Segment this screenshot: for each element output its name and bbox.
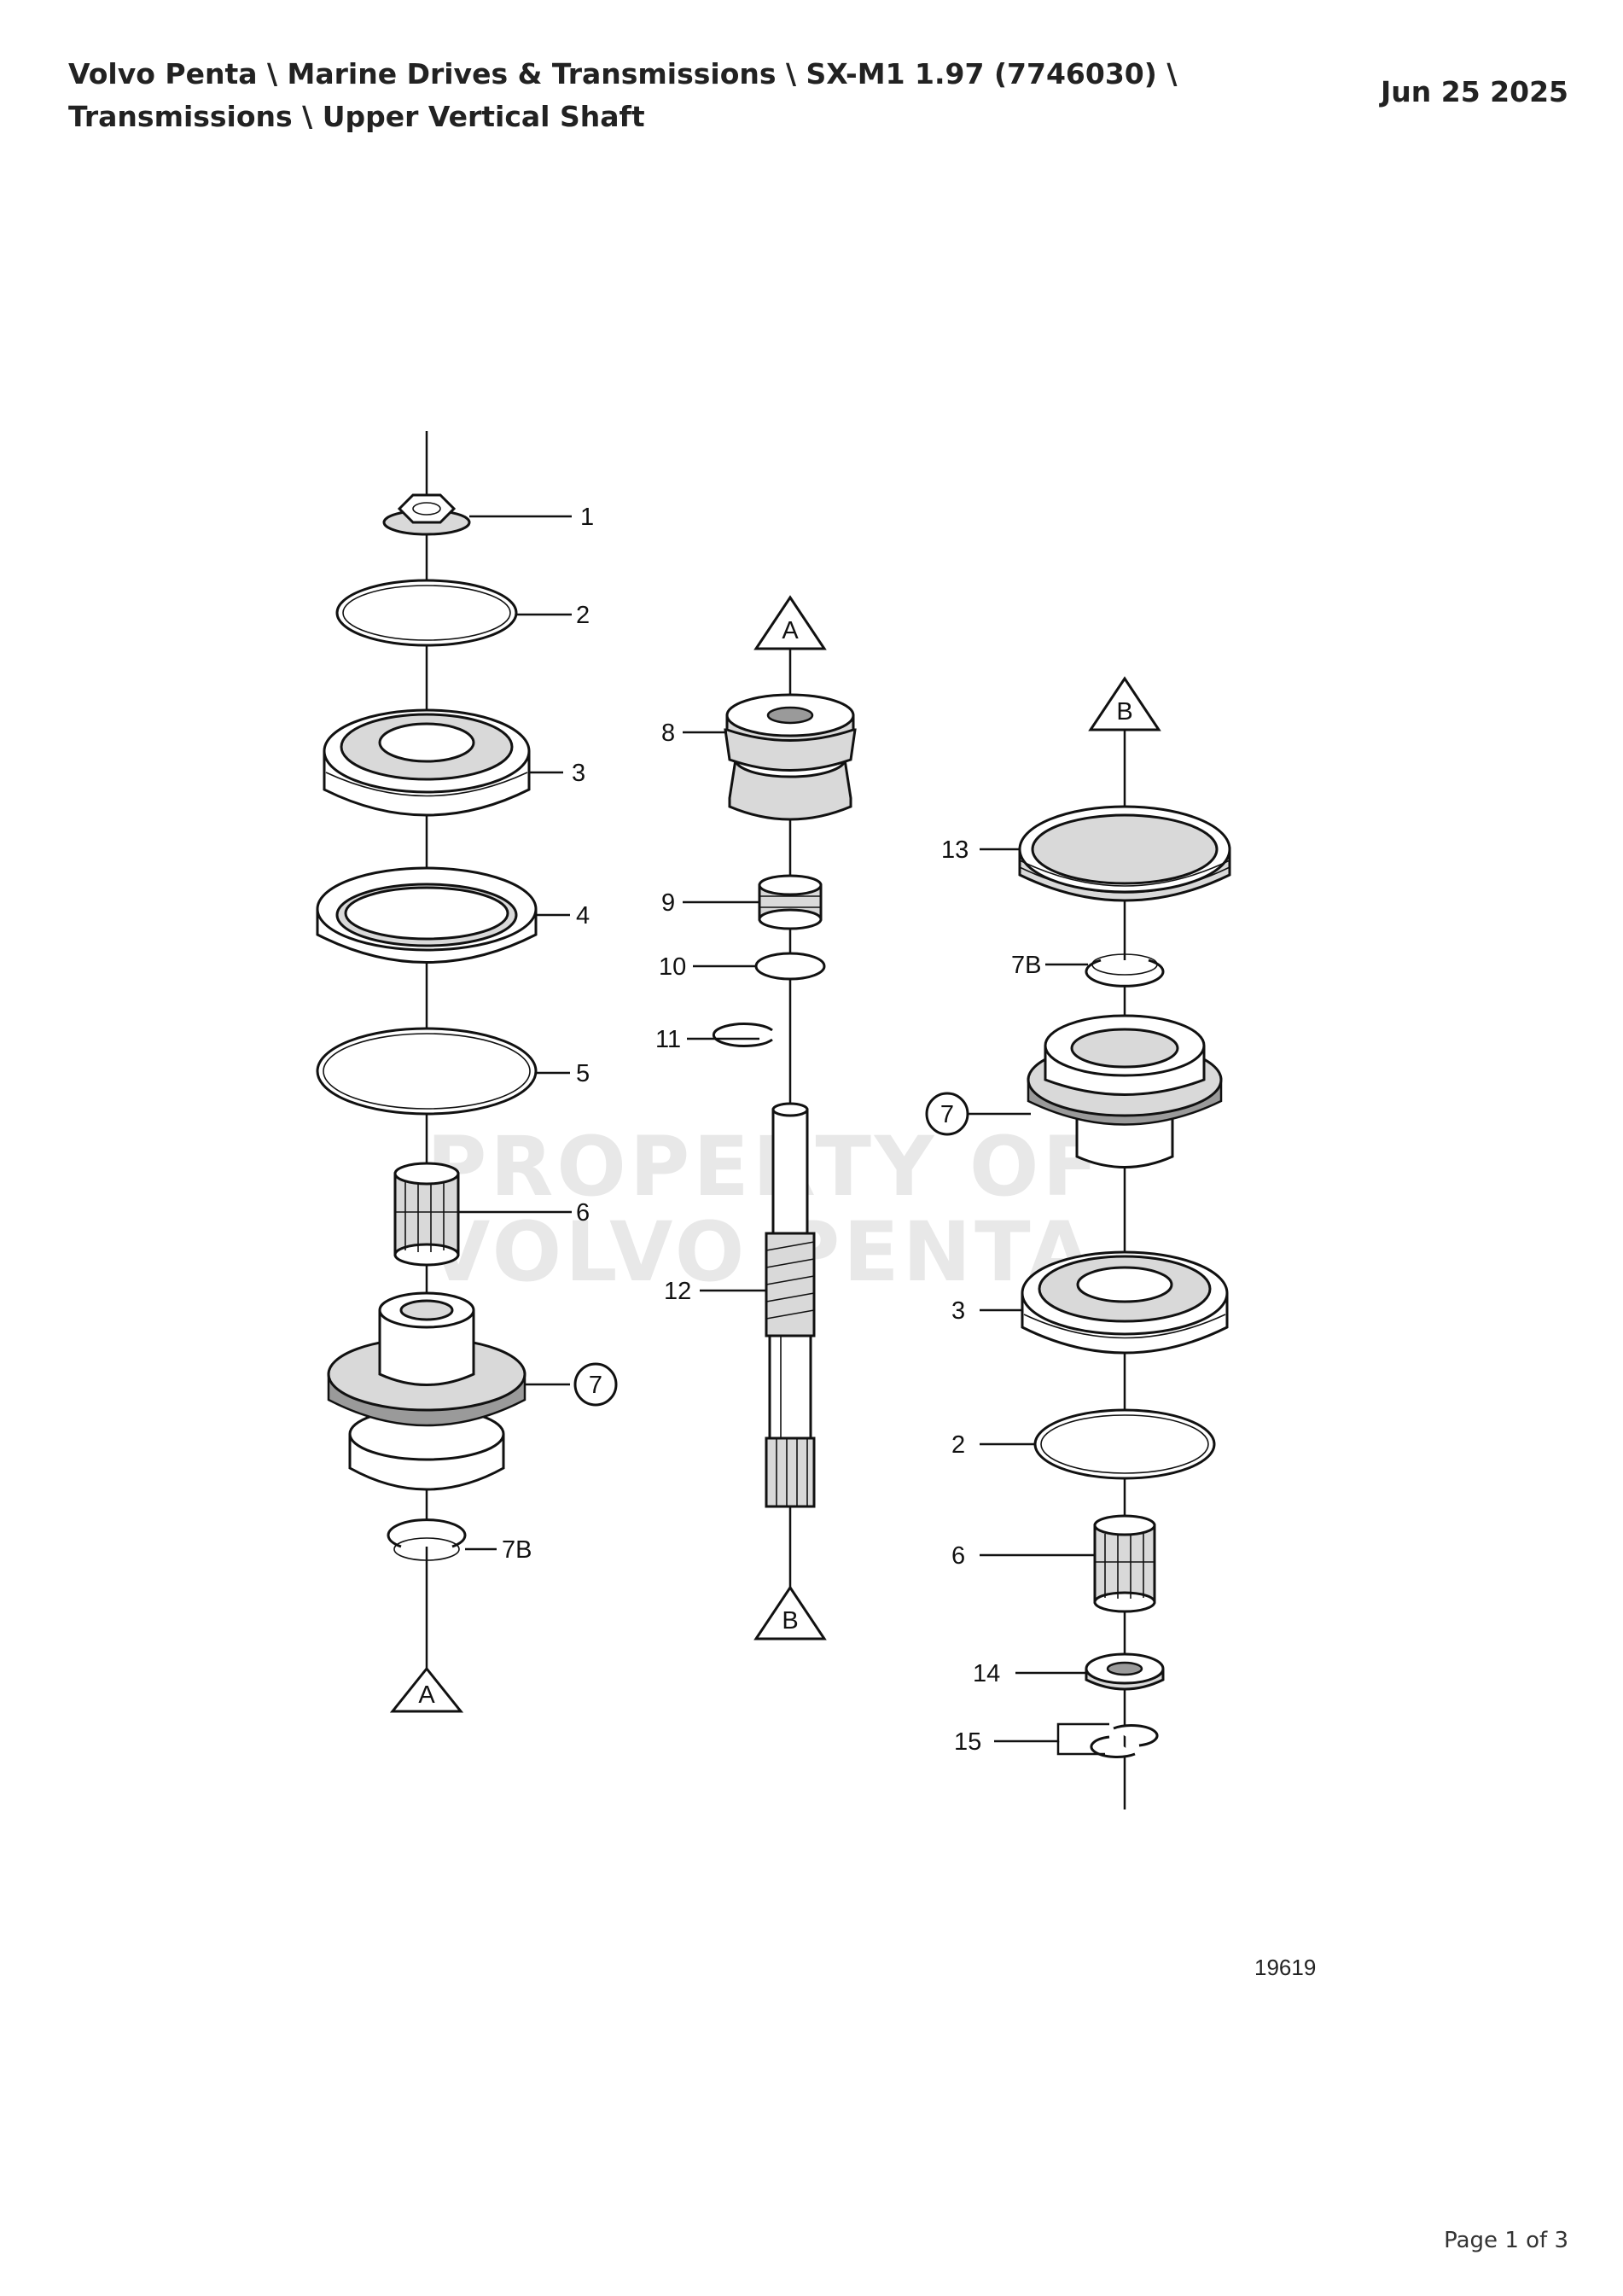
label-1: 1 [580, 504, 594, 531]
ref-b-top-label: B [1116, 698, 1132, 726]
page-header: Volvo Penta \ Marine Drives & Transmissi… [68, 53, 1348, 138]
part-12-vertical-shaft [765, 1102, 816, 1508]
label-10: 10 [659, 953, 686, 981]
part-2-o-ring [335, 579, 518, 647]
label-2-right: 2 [951, 1431, 965, 1459]
part-4-bearing-cup [316, 866, 538, 964]
label-7: 7 [589, 1372, 602, 1399]
label-7-right-circle [925, 1092, 969, 1136]
watermark-line-1: PROPERTY OF [427, 1119, 1102, 1215]
label-13: 13 [941, 836, 969, 864]
label-3: 3 [572, 760, 585, 787]
label-7-circle [573, 1362, 618, 1407]
part-13-threaded-ring [1018, 805, 1231, 902]
watermark-line-2: VOLVO PENTA [427, 1204, 1094, 1300]
label-11: 11 [655, 1026, 681, 1053]
part-9-spring [758, 874, 823, 930]
page-number: Page 1 of 3 [1444, 2228, 1568, 2253]
part-10-washer [754, 952, 826, 981]
label-6-right: 6 [951, 1542, 965, 1570]
breadcrumb-line-2: Transmissions \ Upper Vertical Shaft [68, 100, 645, 133]
breadcrumb-line-1: Volvo Penta \ Marine Drives & Transmissi… [68, 57, 1178, 90]
ref-triangle-b-top: B [1088, 676, 1161, 731]
part-6-needle-bearing-right [1093, 1514, 1156, 1613]
date-stamp: Jun 25 2025 [1380, 75, 1568, 108]
label-6: 6 [576, 1199, 590, 1227]
label-15: 15 [954, 1728, 981, 1756]
label-2: 2 [576, 602, 590, 629]
ref-a-bottom-label: A [418, 1681, 435, 1709]
ref-triangle-a-top: A [753, 595, 827, 650]
part-7b-circlip [387, 1518, 467, 1561]
left-column-assembly: A 1 2 3 4 5 6 7 7B [316, 431, 618, 1713]
ref-triangle-b-bottom: B [753, 1585, 827, 1640]
label-7-right: 7 [940, 1101, 954, 1128]
label-3-right: 3 [951, 1297, 965, 1325]
part-6-needle-bearing [393, 1162, 460, 1267]
label-5: 5 [576, 1060, 590, 1087]
label-7b: 7B [502, 1536, 532, 1564]
label-8: 8 [661, 720, 675, 747]
part-8-threaded-coupling [724, 693, 857, 821]
part-1-flange-nut [382, 493, 471, 536]
label-4: 4 [576, 902, 590, 929]
part-5-o-ring [316, 1027, 538, 1116]
part-7b-circlip-right [1085, 953, 1165, 988]
right-column-assembly: B [925, 676, 1231, 1809]
part-14-spacer [1085, 1652, 1165, 1691]
figure-id: 19619 [1254, 1955, 1317, 1980]
ref-b-bottom-label: B [782, 1607, 798, 1635]
part-3-bearing-housing-right [1021, 1250, 1229, 1355]
label-12: 12 [664, 1278, 691, 1305]
part-2-o-ring-right [1033, 1408, 1216, 1480]
label-7b-right: 7B [1011, 952, 1041, 979]
part-7-bevel-gear-right [1027, 1014, 1223, 1168]
part-11-snap-ring [712, 1023, 773, 1047]
part-7-bevel-gear [327, 1291, 526, 1491]
label-14: 14 [973, 1660, 1000, 1687]
part-15-snap-rings [1090, 1724, 1159, 1758]
middle-column-assembly: A [655, 595, 857, 1640]
ref-triangle-a-bottom: A [389, 1666, 464, 1713]
label-9: 9 [661, 889, 675, 917]
ref-a-top-label: A [782, 617, 799, 644]
part-3-bearing-housing [323, 708, 531, 817]
